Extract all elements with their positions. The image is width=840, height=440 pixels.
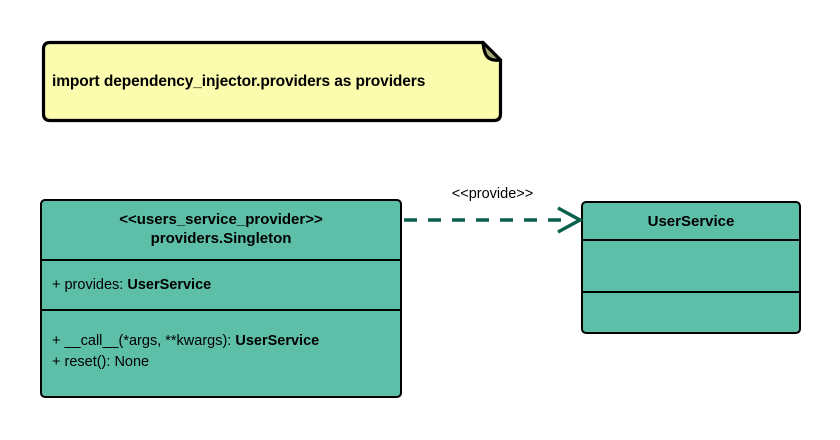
class-box-user-service[interactable]: UserService bbox=[581, 201, 801, 334]
class-stereotype: <<users_service_provider>> bbox=[119, 211, 323, 229]
operation-label: + __call__(*args, **kwargs): bbox=[52, 332, 236, 349]
operation-label: + reset(): None bbox=[52, 353, 150, 370]
class-attributes-compartment: + provides: UserService bbox=[42, 259, 400, 309]
class-box-users-service-provider[interactable]: <<users_service_provider>> providers.Sin… bbox=[40, 199, 402, 398]
class-operations-compartment: + __call__(*args, **kwargs): UserService… bbox=[42, 309, 400, 392]
operation-row: + reset(): None bbox=[52, 352, 390, 373]
class-name: providers.Singleton bbox=[150, 230, 292, 247]
class-header-users-service-provider: <<users_service_provider>> providers.Sin… bbox=[42, 201, 400, 259]
note-import[interactable]: import dependency_injector.providers as … bbox=[40, 40, 503, 123]
connector-label: <<provide>> bbox=[451, 186, 534, 202]
attribute-label: + provides: bbox=[52, 277, 128, 293]
attribute-row: + provides: UserService bbox=[52, 277, 211, 293]
operation-row: + __call__(*args, **kwargs): UserService bbox=[52, 331, 390, 352]
note-shape bbox=[41, 40, 503, 123]
class-header-user-service: UserService bbox=[583, 203, 799, 239]
class-operations-compartment bbox=[583, 291, 799, 332]
attribute-type: UserService bbox=[127, 277, 212, 293]
operation-type: UserService bbox=[235, 332, 320, 349]
connector-arrowhead bbox=[557, 206, 584, 234]
note-text: import dependency_injector.providers as … bbox=[52, 72, 426, 90]
class-name: UserService bbox=[647, 212, 735, 230]
class-attributes-compartment bbox=[583, 239, 799, 291]
